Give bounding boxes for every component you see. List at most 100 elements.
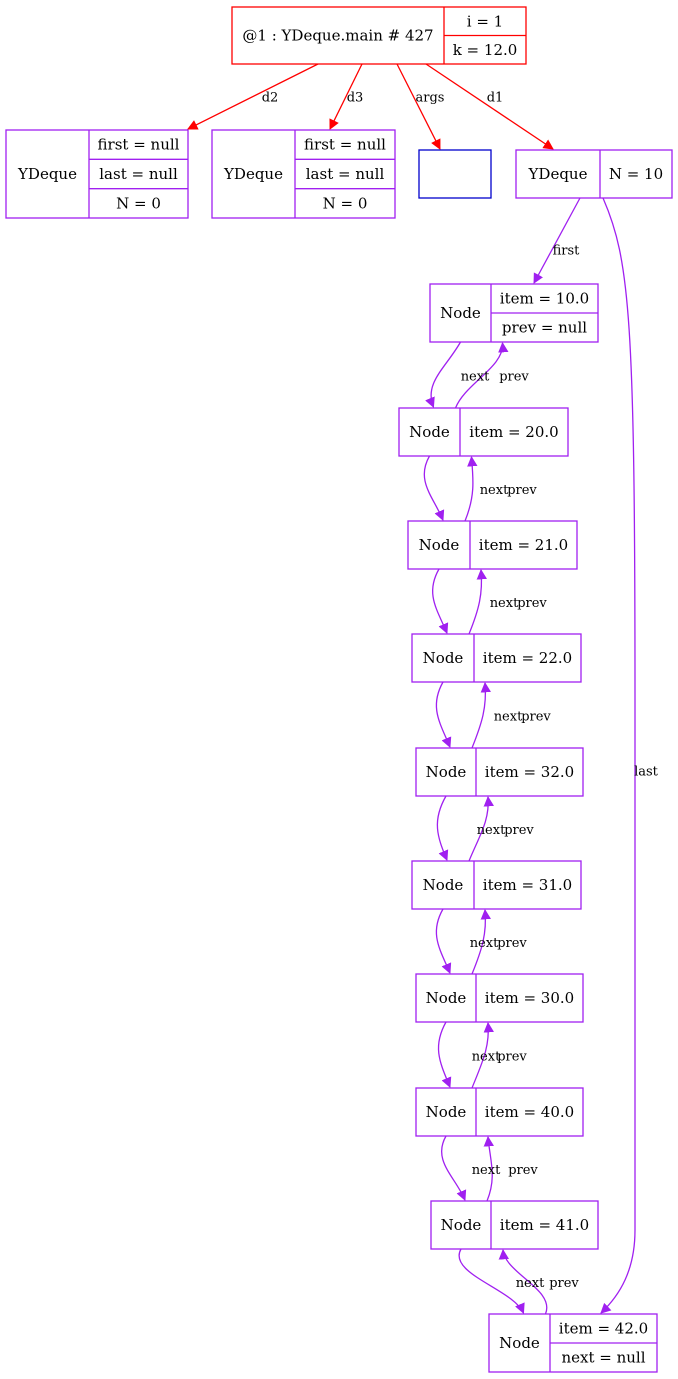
node-10-field-1: next = null	[561, 1349, 645, 1367]
edge-label-prev-9: prev	[549, 1276, 579, 1291]
edge-label-prev-1: prev	[499, 370, 529, 385]
deque-d3-field-2: N = 0	[323, 194, 368, 212]
node-8: Node item = 40.0	[415, 1087, 584, 1137]
deque-d2-type-label: YDeque	[17, 165, 77, 183]
edge-next-9	[458, 1248, 525, 1314]
edge-label-next-7: next	[472, 1050, 501, 1065]
edge-prev-7	[471, 1021, 494, 1089]
edge-label-prev-2: prev	[507, 483, 537, 498]
deque-d3-field-0: first = null	[304, 136, 386, 154]
node-4-field-0: item = 22.0	[483, 649, 572, 667]
edge-prev-9	[498, 1248, 548, 1315]
deque-d2-field-2: N = 0	[116, 194, 161, 212]
edge-label-d3: d3	[347, 91, 364, 106]
deque-d3-field-1: last = null	[306, 165, 385, 183]
edge-label-prev-7: prev	[497, 1050, 527, 1065]
edge-next-6	[435, 908, 452, 974]
node-1-type-label: Node	[440, 304, 481, 322]
node-9-border	[430, 1200, 599, 1250]
node-10-type-label: Node	[499, 1334, 540, 1352]
deque-d1: YDeque N = 10	[515, 149, 673, 199]
deque-d2: YDeque first = null last = null N = 0	[5, 129, 189, 219]
edge-label-next-2: next	[480, 483, 509, 498]
stack-frame-type-label: @1 : YDeque.main # 427	[242, 27, 433, 45]
edge-d2	[187, 63, 319, 130]
node-4-border	[411, 633, 582, 683]
edge-next-8	[440, 1135, 467, 1201]
deque-d1-border	[515, 149, 673, 199]
node-2-type-label: Node	[409, 423, 450, 441]
edge-next-4	[435, 681, 452, 748]
edge-label-next-6: next	[470, 936, 499, 951]
edge-prev-4	[471, 681, 491, 749]
edge-prev-1	[454, 341, 509, 409]
edge-prev-6	[471, 908, 491, 975]
node-5-field-0: item = 32.0	[485, 763, 574, 781]
node-9-type-label: Node	[441, 1216, 482, 1234]
deque-d1-field-0: N = 10	[609, 165, 663, 183]
node-4-type-label: Node	[423, 649, 464, 667]
edge-label-last: last	[634, 765, 659, 780]
edge-args	[396, 63, 441, 150]
node-1-field-1: prev = null	[502, 319, 587, 337]
edge-d1	[425, 63, 554, 150]
edge-label-args: args	[416, 91, 445, 106]
edge-next-7	[437, 1021, 452, 1088]
edge-first	[533, 197, 581, 284]
edge-label-prev-4: prev	[521, 710, 551, 725]
edge-last	[600, 197, 636, 1314]
edge-next-3	[431, 568, 449, 634]
node-7-type-label: Node	[426, 989, 467, 1007]
edge-label-prev-3: prev	[517, 596, 547, 611]
edge-label-next-9: next	[516, 1276, 545, 1291]
node-7-field-0: item = 30.0	[485, 989, 574, 1007]
edge-prev-3	[468, 568, 487, 635]
node-2-border	[398, 407, 569, 457]
node-7-border	[415, 973, 584, 1023]
edge-label-next-8: next	[472, 1163, 501, 1178]
edge-label-next-4: next	[494, 710, 523, 725]
args-array-box	[418, 149, 492, 199]
node-5-border	[415, 747, 584, 797]
node-9: Node item = 41.0	[430, 1200, 599, 1250]
deque-d2-field-0: first = null	[98, 136, 180, 154]
node-9-field-0: item = 41.0	[500, 1216, 589, 1234]
node-8-type-label: Node	[426, 1103, 467, 1121]
node-6-border	[411, 860, 582, 910]
edge-prev-8	[483, 1135, 494, 1202]
deque-d3: YDeque first = null last = null N = 0	[211, 129, 396, 219]
edge-label-next-3: next	[490, 596, 519, 611]
edge-label-prev-6: prev	[497, 936, 527, 951]
node-7: Node item = 30.0	[415, 973, 584, 1023]
stack-frame-field-1: k = 12.0	[453, 41, 518, 59]
edge-prev-2	[464, 455, 478, 522]
edge-label-d2: d2	[262, 91, 279, 106]
edge-next-1	[425, 341, 462, 408]
edge-label-first: first	[553, 244, 581, 259]
edge-next-5	[436, 795, 449, 861]
deque-d1-type-label: YDeque	[528, 165, 588, 183]
edge-label-next-1: next	[461, 370, 490, 385]
deque-d2-border	[5, 129, 189, 219]
node-8-field-0: item = 40.0	[485, 1103, 574, 1121]
node-8-border	[415, 1087, 584, 1137]
edge-prev-5	[468, 795, 494, 862]
node-10-field-0: item = 42.0	[559, 1320, 648, 1338]
deque-d3-border	[211, 129, 396, 219]
node-2-field-0: item = 20.0	[469, 423, 558, 441]
node-3-type-label: Node	[419, 536, 460, 554]
node-4: Node item = 22.0	[411, 633, 582, 683]
node-6-field-0: item = 31.0	[483, 876, 572, 894]
edge-next-2	[423, 455, 445, 521]
edge-label-d1: d1	[487, 91, 504, 106]
deque-d3-type-label: YDeque	[223, 165, 283, 183]
node-2: Node item = 20.0	[398, 407, 569, 457]
node-10: Node item = 42.0 next = null	[488, 1313, 658, 1373]
edge-label-prev-5: prev	[504, 823, 534, 838]
deque-d2-field-1: last = null	[99, 165, 178, 183]
